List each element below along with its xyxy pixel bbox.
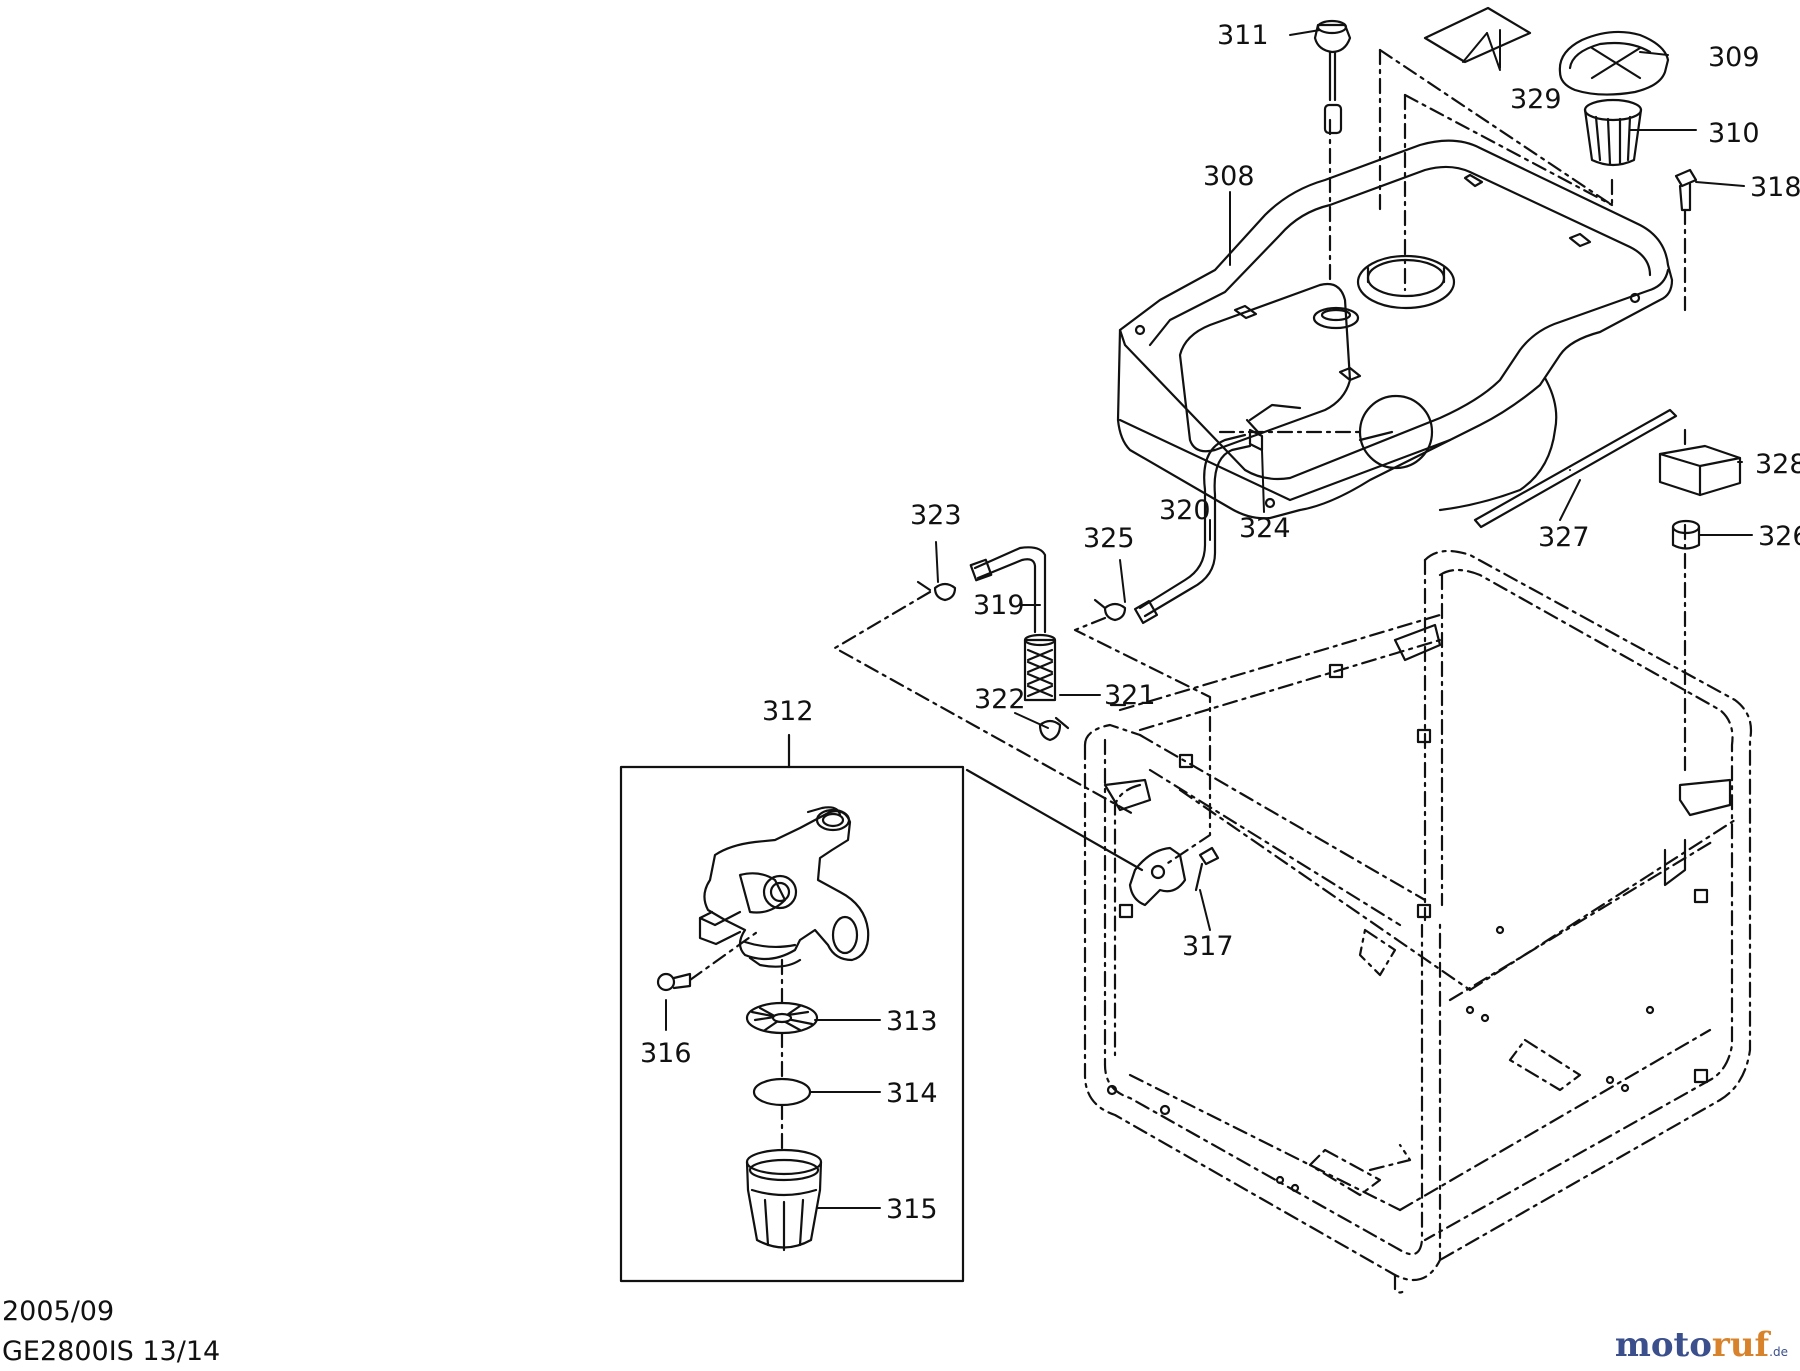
callout-322: 322 (974, 684, 1026, 715)
fuel-cock-detail (698, 806, 870, 968)
callout-310: 310 (1708, 118, 1760, 149)
fuel-strainer (1583, 98, 1643, 167)
brand-name-main: moto (1614, 1325, 1712, 1365)
fuel-hose-320 (1133, 433, 1252, 625)
callout-325: 325 (1083, 523, 1135, 554)
label-plate (1423, 6, 1532, 64)
brand-logo: motoruf.de (1615, 1325, 1788, 1365)
callout-leaders (665, 29, 1753, 1209)
fuel-tank (1116, 139, 1674, 520)
brand-name-accent: ruf (1711, 1325, 1770, 1365)
callout-329: 329 (1510, 84, 1562, 115)
callout-311: 311 (1217, 20, 1269, 51)
callout-326: 326 (1758, 521, 1800, 552)
tank-assembly-lines (1103, 48, 1687, 772)
frame (1083, 549, 1753, 1294)
detail-box-312 (619, 765, 965, 1283)
callout-312: 312 (762, 696, 814, 727)
revision-date: 2005/09 (2, 1296, 115, 1327)
callout-328: 328 (1755, 449, 1800, 480)
rubber-strip (1473, 408, 1678, 529)
callout-324: 324 (1239, 513, 1291, 544)
callout-318: 318 (1750, 172, 1800, 203)
bolt-318 (1674, 168, 1698, 212)
callout-labels: 308 309 310 311 312 313 314 315 316 317 … (640, 20, 1800, 1225)
gasket-314 (752, 1077, 812, 1107)
fuel-cock-mounted (1128, 846, 1187, 907)
callout-317: 317 (1182, 931, 1234, 962)
leader-312-to-cock (965, 768, 1144, 872)
brand-tld: .de (1769, 1345, 1788, 1359)
callout-316: 316 (640, 1038, 692, 1069)
fuel-hose-319 (969, 546, 1047, 634)
callout-309: 309 (1708, 42, 1760, 73)
screen-313 (745, 1001, 819, 1035)
callout-320: 320 (1159, 495, 1211, 526)
callout-315: 315 (886, 1194, 938, 1225)
callout-327: 327 (1538, 522, 1590, 553)
model-page-reference: GE2800IS 13/14 (2, 1336, 221, 1367)
callout-319: 319 (973, 590, 1025, 621)
hose-assembly-lines (833, 590, 1212, 867)
bolt-317 (1194, 846, 1220, 892)
fuel-gauge (1313, 19, 1352, 135)
frame-brackets (1103, 623, 1732, 1193)
screw-316 (656, 972, 692, 992)
fuel-cap (1558, 30, 1670, 96)
hose-clamps (916, 418, 1264, 742)
callout-314: 314 (886, 1078, 938, 1109)
callout-313: 313 (886, 1006, 938, 1037)
callout-321: 321 (1104, 680, 1156, 711)
callout-308: 308 (1203, 161, 1255, 192)
rubber-cushion (1658, 444, 1742, 497)
fuel-filter-321 (1023, 633, 1057, 702)
sediment-cup-315 (745, 1148, 823, 1252)
detail-axis-lines (688, 928, 784, 1152)
callout-323: 323 (910, 500, 962, 531)
collar-326 (1671, 519, 1701, 550)
